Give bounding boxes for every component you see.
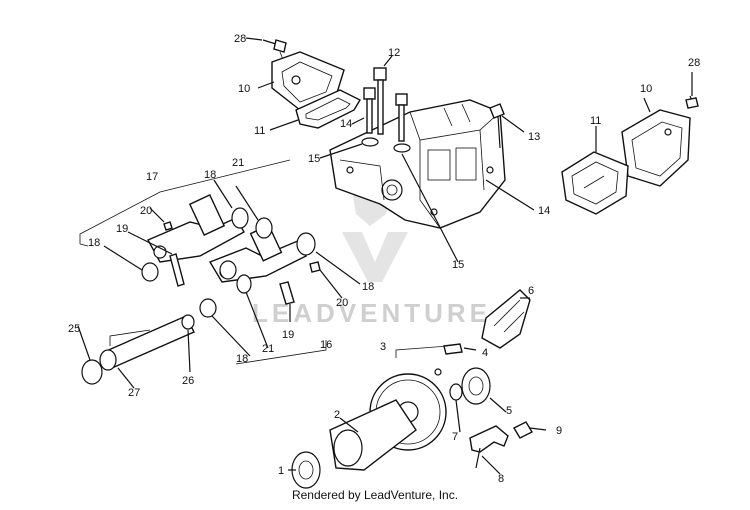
- callout-26: 26: [182, 375, 194, 387]
- bolt-28-top: [273, 39, 287, 53]
- rocker-arm-assembly: [79, 159, 327, 365]
- callout-4: 4: [482, 347, 488, 359]
- screw-19b: [279, 281, 295, 305]
- callout-11-right: 11: [590, 115, 601, 127]
- head-bolts: [361, 67, 505, 153]
- callout-18-left: 18: [88, 237, 100, 249]
- governor-lever-8: [469, 425, 509, 453]
- footer-credit: Rendered by LeadVenture, Inc.: [291, 488, 459, 502]
- callout-13: 13: [528, 131, 540, 143]
- callout-7: 7: [452, 431, 458, 443]
- callout-15-right: 15: [452, 259, 464, 271]
- callout-19-left: 19: [116, 223, 128, 235]
- o-ring-25: [81, 359, 103, 385]
- right-cover-assembly: [561, 95, 699, 215]
- nut-20b: [309, 261, 321, 273]
- bolt-12-head: [373, 67, 387, 81]
- callout-20-right: 20: [336, 297, 348, 309]
- callout-14-left: 14: [340, 118, 352, 130]
- callout-15-left: 15: [308, 153, 320, 165]
- callout-10-right: 10: [640, 83, 652, 95]
- upper-cover-assembly: [262, 39, 361, 129]
- bushing-18a: [231, 207, 249, 229]
- callout-6: 6: [528, 285, 534, 297]
- callout-28-right: 28: [688, 57, 700, 69]
- camshaft-assembly: [291, 289, 533, 489]
- pushrod-tube-27: [103, 315, 195, 369]
- bushing-18c: [141, 262, 159, 282]
- washer-26: [181, 314, 195, 330]
- bearing-1: [291, 451, 321, 489]
- callout-18-right: 18: [362, 281, 374, 293]
- washer-15-left: [361, 137, 379, 147]
- nut-20a: [163, 221, 173, 231]
- callout-1: 1: [278, 465, 284, 477]
- spring-9: [513, 421, 533, 439]
- callout-5: 5: [506, 405, 512, 417]
- callout-10-top: 10: [238, 83, 250, 95]
- callout-3: 3: [380, 341, 386, 353]
- bushing-18b: [296, 232, 316, 256]
- cylinder-head-block: [329, 99, 506, 229]
- callout-8: 8: [498, 473, 504, 485]
- bearing-5: [461, 367, 491, 405]
- bolt-28-right: [685, 97, 699, 109]
- callout-25: 25: [68, 323, 80, 335]
- callout-27: 27: [128, 387, 140, 399]
- callout-18-top: 18: [204, 169, 216, 181]
- callout-labels: 28 10 11 12 14 15 13 14 15 10 28 11 17 1…: [68, 33, 700, 485]
- rocker-shaft-bracket: [188, 194, 226, 236]
- callout-21-bottom: 21: [262, 343, 274, 355]
- callout-12: 12: [388, 47, 400, 59]
- bolt-13-head: [489, 103, 505, 119]
- callout-19-bottom: 19: [282, 329, 294, 341]
- bolt-14-head: [363, 87, 376, 100]
- callout-28-top: 28: [234, 33, 246, 45]
- callout-11-top: 11: [254, 125, 265, 137]
- screw-19a: [169, 253, 185, 287]
- cam-follower-6: [481, 289, 531, 349]
- spring-21a: [255, 217, 273, 239]
- callout-16: 16: [320, 339, 332, 351]
- pushrod-tube-assembly: [81, 298, 217, 385]
- gasket-right: [561, 151, 629, 215]
- callout-20-left: 20: [140, 205, 152, 217]
- bolt-14b-head: [395, 93, 408, 106]
- callout-9: 9: [556, 425, 562, 437]
- leader-lines: [77, 37, 693, 475]
- spring-21b: [236, 274, 252, 294]
- washer-7: [449, 383, 463, 401]
- callout-18-bottom: 18: [236, 353, 248, 365]
- callout-21-top: 21: [232, 157, 244, 169]
- bolt-12-shank: [377, 79, 384, 135]
- washer-15-right: [393, 143, 411, 153]
- callout-14-right: 14: [538, 205, 550, 217]
- gasket-top: [295, 89, 361, 129]
- callout-17: 17: [146, 171, 158, 183]
- bolt-4: [443, 343, 463, 355]
- callout-2: 2: [334, 409, 340, 421]
